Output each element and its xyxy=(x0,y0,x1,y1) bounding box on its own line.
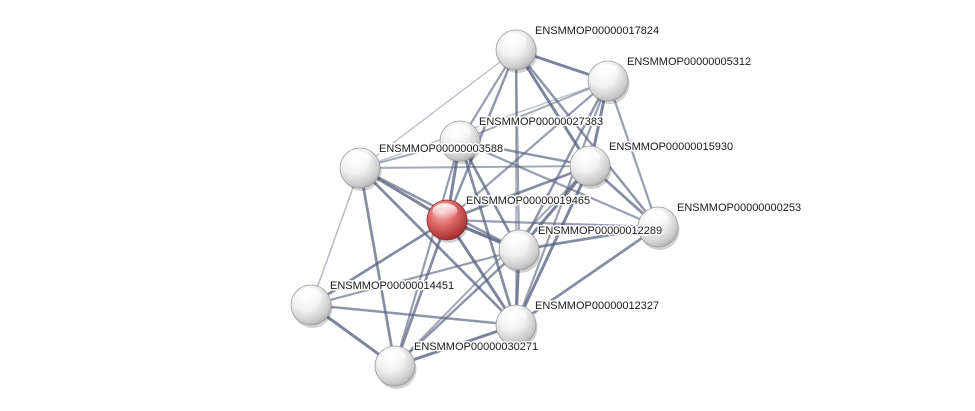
node-highlight xyxy=(501,308,527,324)
edge-n15930-n271 xyxy=(394,165,591,367)
node-highlight xyxy=(432,203,458,219)
node-ensmmop00000019465[interactable] xyxy=(426,199,469,243)
edge-n3588-n271 xyxy=(358,166,397,368)
edge-n5312-n27383 xyxy=(459,80,609,142)
edge-n253-n12327 xyxy=(514,225,660,327)
node-label-halo: ENSMMOP00000005312 xyxy=(627,56,751,68)
edge-n27383-n271 xyxy=(393,139,462,368)
edge-n15930-n19465 xyxy=(445,164,592,222)
edge-n27383-n15930 xyxy=(458,139,592,168)
node-ensmmop00000027383[interactable] xyxy=(439,120,482,164)
edge-n17824-n19465 xyxy=(445,48,518,222)
edge-n5312-n3588 xyxy=(359,80,609,169)
edge-n12289-n14451 xyxy=(309,248,521,307)
node-highlight xyxy=(445,124,471,140)
edge-n14451-n12327 xyxy=(309,303,518,327)
node-highlight xyxy=(380,349,406,365)
labels-layer: ENSMMOP00000017824ENSMMOP00000017824ENSM… xyxy=(329,24,803,355)
node-highlight xyxy=(504,233,530,249)
node-ensmmop00000030271[interactable] xyxy=(374,345,417,389)
node-label: ENSMMOP00000014451 xyxy=(330,280,454,292)
node-label-halo: ENSMMOP00000017824 xyxy=(535,25,659,37)
node-label: ENSMMOP00000030271 xyxy=(414,341,538,353)
node-label-halo: ENSMMOP00000030271 xyxy=(414,341,538,353)
node-label-halo: ENSMMOP00000014451 xyxy=(330,280,454,292)
edge-n27383-n253 xyxy=(458,139,660,229)
node-highlight xyxy=(593,64,619,80)
node-label: ENSMMOP00000003588 xyxy=(379,143,503,155)
node-label: ENSMMOP00000005312 xyxy=(627,56,751,68)
node-ensmmop00000012289[interactable] xyxy=(498,229,541,273)
edge-n5312-n19465 xyxy=(445,79,610,222)
node-highlight xyxy=(345,151,371,167)
edge-n5312-n12327 xyxy=(514,79,610,327)
edge-n12289-n271 xyxy=(393,248,521,368)
node-label: ENSMMOP00000012327 xyxy=(535,300,659,312)
node-label: ENSMMOP00000027383 xyxy=(479,116,603,128)
edge-n12327-n271 xyxy=(393,323,518,368)
node-ensmmop00000012327[interactable] xyxy=(495,304,538,348)
node-label-halo: ENSMMOP00000015930 xyxy=(609,141,733,153)
edge-n17824-n12289 xyxy=(514,48,521,252)
edge-n3588-n15930 xyxy=(359,165,591,169)
node-ensmmop00000014451[interactable] xyxy=(290,284,333,328)
node-label: ENSMMOP00000015930 xyxy=(609,141,733,153)
edge-n253-n12289 xyxy=(517,225,660,252)
node-highlight xyxy=(296,288,322,304)
edge-n19465-n12327 xyxy=(445,218,518,327)
node-ensmmop00000005312[interactable] xyxy=(587,60,630,104)
node-highlight xyxy=(575,149,601,165)
node-label-halo: ENSMMOP00000012289 xyxy=(538,225,662,237)
node-label-halo: ENSMMOP00000003588 xyxy=(379,143,503,155)
node-label-halo: ENSMMOP00000000253 xyxy=(677,202,801,214)
node-label-halo: ENSMMOP00000027383 xyxy=(479,116,603,128)
edge-n19465-n253 xyxy=(445,218,660,229)
node-label-halo: ENSMMOP00000012327 xyxy=(535,300,659,312)
node-label: ENSMMOP00000000253 xyxy=(677,202,801,214)
node-ensmmop00000015930[interactable] xyxy=(569,145,612,189)
node-highlight xyxy=(501,33,527,49)
node-label-halo: ENSMMOP00000019465 xyxy=(466,195,590,207)
edge-n17824-n3588 xyxy=(359,49,517,169)
node-label: ENSMMOP00000017824 xyxy=(535,25,659,37)
edge-n27383-n12289 xyxy=(458,139,521,252)
edge-n5312-n253 xyxy=(606,79,660,229)
node-label: ENSMMOP00000012289 xyxy=(538,225,662,237)
node-label: ENSMMOP00000019465 xyxy=(466,195,590,207)
nodes-layer xyxy=(290,29,680,389)
edge-n19465-n271 xyxy=(393,218,449,368)
edge-n17824-n15930 xyxy=(514,48,592,168)
node-ensmmop00000000253[interactable] xyxy=(637,206,680,250)
node-ensmmop00000003588[interactable] xyxy=(339,147,382,191)
edge-n3588-n14451 xyxy=(310,167,361,306)
node-highlight xyxy=(643,210,669,226)
edge-n19465-n14451 xyxy=(309,218,449,307)
node-ensmmop00000017824[interactable] xyxy=(495,29,538,73)
